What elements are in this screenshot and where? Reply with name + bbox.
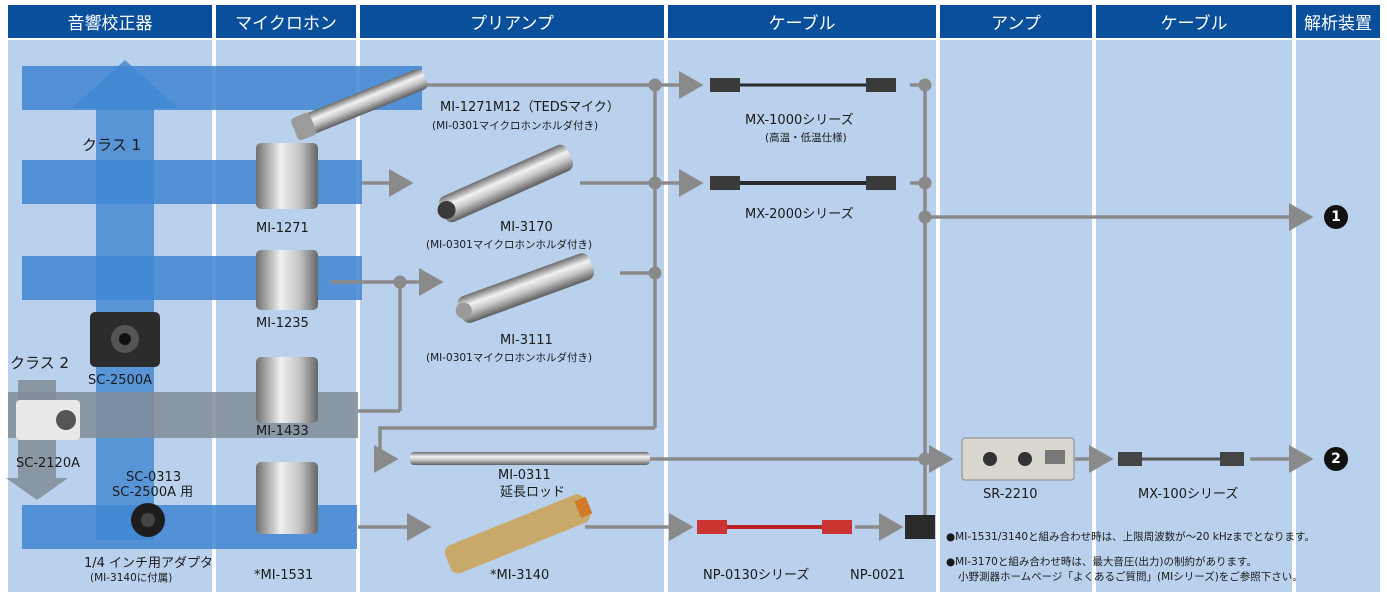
adapter-label-line1: 1/4 インチ用アダプタ <box>84 556 214 571</box>
mi1271m12-label-line1: MI-1271M12（TEDSマイク） <box>440 100 620 115</box>
mi1235-label: MI-1235 <box>256 316 309 331</box>
sc0313-label-line1: SC-0313 <box>126 470 182 485</box>
mi1433-label: MI-1433 <box>256 424 309 439</box>
header-calibrator: 音響校正器 <box>8 5 212 38</box>
mi1531-label: *MI-1531 <box>254 568 314 583</box>
mi3170-drawing <box>437 144 574 223</box>
header-amp: アンプ <box>940 5 1092 38</box>
mx2000-label: MX-2000シリーズ <box>745 207 854 222</box>
output-2-marker: 2 <box>1324 447 1348 471</box>
mi3111-drawing <box>455 253 595 323</box>
mx1000-label-line2: (高温・低温仕様) <box>765 132 847 144</box>
adapter-label-line2: (MI-3140に付属) <box>90 572 173 584</box>
output-1-marker: 1 <box>1324 205 1348 229</box>
note-2: ●MI-3170と組み合わせ時は、最大音圧(出力)の制約があります。 <box>946 556 1257 568</box>
mi3111-label-line1: MI-3111 <box>500 333 553 348</box>
header-analyzer: 解析装置 <box>1296 5 1380 38</box>
sr2210-label: SR-2210 <box>983 487 1038 502</box>
np0021-label: NP-0021 <box>850 568 906 583</box>
mi3170-label-line1: MI-3170 <box>500 220 553 235</box>
cable-drawings <box>697 78 1244 539</box>
sc0313-label-line2: SC-2500A 用 <box>112 485 194 500</box>
mi0311-label-line1: MI-0311 <box>498 468 551 483</box>
mx100-label: MX-100シリーズ <box>1138 487 1239 502</box>
sc2500a-label: SC-2500A <box>88 373 152 388</box>
mi3170-label-line2: (MI-0301マイクロホンホルダ付き) <box>426 239 593 251</box>
microphone-drawings <box>256 143 318 534</box>
class1-label: クラス 1 <box>82 136 142 154</box>
column-cable2-bg <box>1096 40 1292 592</box>
calibrator-drawings <box>16 312 165 537</box>
sr2210-drawing <box>961 437 1075 481</box>
mi1271-label: MI-1271 <box>256 221 309 236</box>
mi1271m12-label-line2: (MI-0301マイクロホンホルダ付き) <box>432 120 599 132</box>
class2-label: クラス 2 <box>10 354 70 372</box>
header-cable: ケーブル <box>668 5 936 38</box>
column-cable-bg <box>668 40 936 592</box>
mx1000-label-line1: MX-1000シリーズ <box>745 113 854 128</box>
sc2120a-label: SC-2120A <box>16 456 80 471</box>
note-3: 小野測器ホームページ「よくあるご質問」(MIシリーズ)をご参照下さい。 <box>958 571 1303 583</box>
mi3111-label-line2: (MI-0301マイクロホンホルダ付き) <box>426 352 593 364</box>
mi0311-drawing <box>410 452 650 465</box>
mi1271m12-drawing <box>291 69 428 141</box>
column-preamp-bg <box>360 40 664 592</box>
column-amp-bg <box>940 40 1092 592</box>
header-cable2: ケーブル <box>1096 5 1292 38</box>
header-microphone: マイクロホン <box>216 5 356 38</box>
np0130-label: NP-0130シリーズ <box>703 568 810 583</box>
mi3140-label: *MI-3140 <box>490 568 550 583</box>
mi0311-label-line2: 延長ロッド <box>500 485 566 500</box>
header-preamp: プリアンプ <box>360 5 664 38</box>
column-analyzer-bg <box>1296 40 1380 592</box>
mi3140-drawing <box>444 494 593 574</box>
note-1: ●MI-1531/3140と組み合わせ時は、上限周波数が～20 kHzまでとなり… <box>946 531 1315 543</box>
